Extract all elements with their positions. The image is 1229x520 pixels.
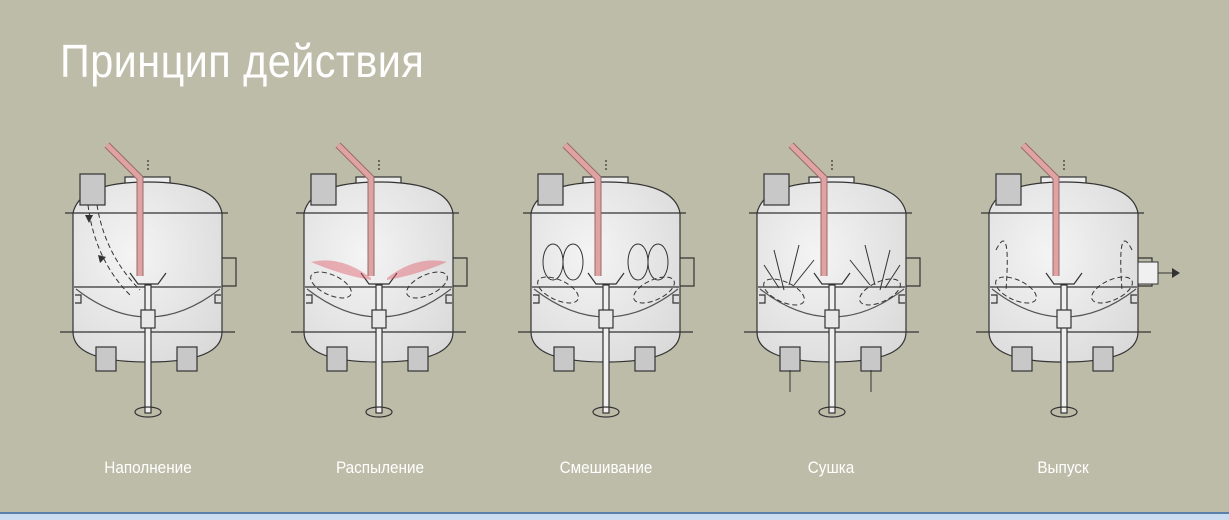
vessel-spraying <box>291 145 467 417</box>
stage-label-spraying: Распыление <box>335 458 425 477</box>
vessel-mixing <box>518 145 694 417</box>
page-title: Принцип действия <box>60 35 425 87</box>
vessel-discharge <box>976 145 1180 417</box>
stage-label-drying: Сушка <box>807 458 855 477</box>
outlet-arrow-icon <box>1172 268 1180 278</box>
stage-label-mixing: Смешивание <box>559 458 653 477</box>
taskbar[interactable] <box>0 512 1229 520</box>
stage-label-discharge: Выпуск <box>1037 458 1089 477</box>
stage-label-filling: Наполнение <box>104 458 192 477</box>
arrow-icon <box>85 215 106 263</box>
vessel-drying <box>744 145 920 417</box>
vessel-filling <box>60 145 236 417</box>
